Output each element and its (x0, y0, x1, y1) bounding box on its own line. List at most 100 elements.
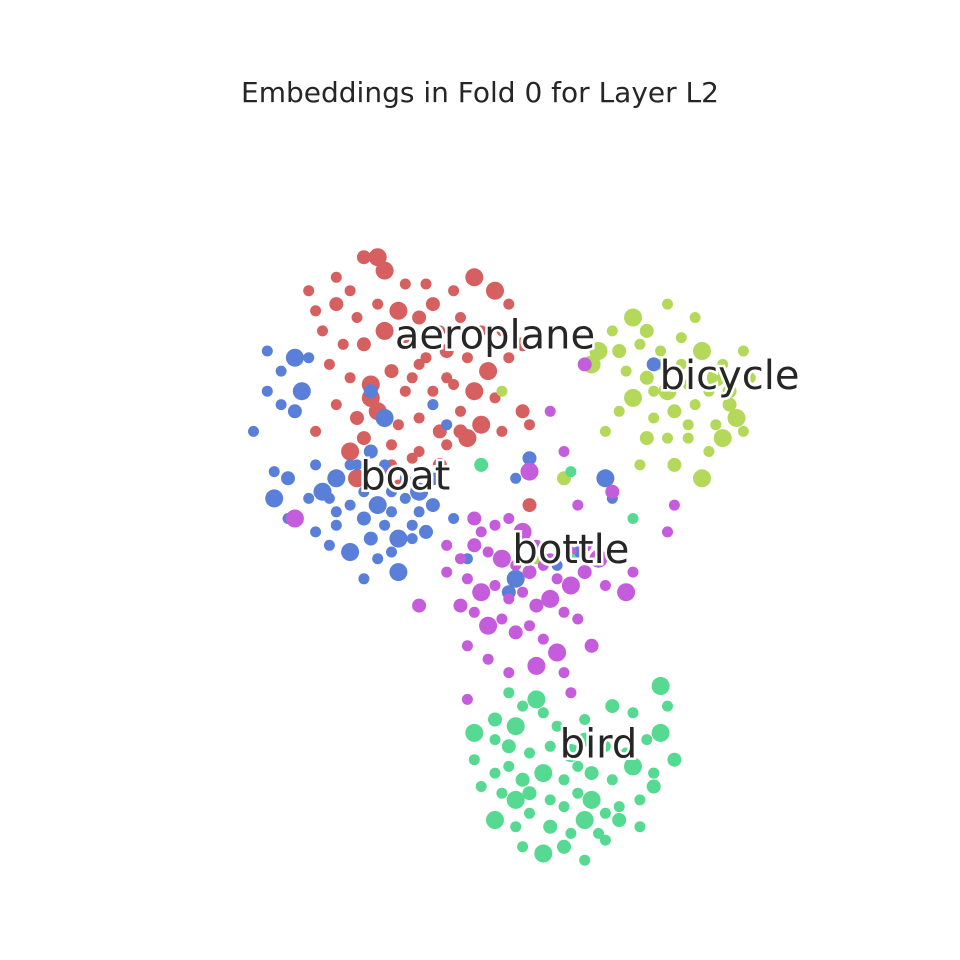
point-boat (248, 425, 259, 437)
point-bird (489, 734, 501, 746)
point-bird (465, 723, 484, 742)
point-bottle (513, 522, 532, 541)
point-bicycle (639, 431, 654, 446)
point-aeroplane (399, 385, 411, 397)
point-boat (310, 459, 322, 471)
point-boat (287, 404, 302, 419)
point-aeroplane (329, 297, 344, 312)
point-boat (425, 471, 440, 486)
point-bottle (479, 616, 498, 635)
point-bird (572, 760, 584, 772)
point-bird (593, 827, 604, 839)
point-aeroplane (356, 337, 371, 352)
point-boat (425, 498, 440, 513)
point-aeroplane (356, 431, 371, 446)
point-bird (667, 752, 682, 767)
point-bicycle (613, 405, 625, 417)
point-bird (506, 790, 525, 809)
point-bird (488, 712, 502, 727)
point-bottle (544, 553, 556, 565)
point-aeroplane (479, 362, 498, 381)
point-boat (386, 506, 397, 518)
point-boat (510, 472, 522, 484)
point-boat (379, 519, 391, 531)
point-bird (537, 707, 549, 719)
point-aeroplane (515, 337, 530, 352)
point-bottle (508, 625, 523, 640)
point-bird (584, 766, 599, 781)
point-bottle (561, 576, 580, 595)
point-bird (561, 744, 580, 762)
point-aeroplane (350, 411, 364, 425)
point-boat (419, 524, 433, 539)
point-bird (599, 807, 611, 819)
point-bird (475, 781, 487, 792)
point-bicycle (639, 370, 654, 385)
point-bicycle (648, 412, 660, 424)
point-bottle (441, 566, 453, 578)
point-boat (441, 419, 453, 431)
point-boat (406, 533, 418, 545)
point-bottle (529, 598, 544, 613)
point-bicycle (682, 379, 694, 390)
point-bird (651, 677, 670, 695)
point-bottle (496, 613, 508, 625)
point-bicycle (667, 404, 682, 419)
point-bottle (527, 656, 546, 675)
point-bottle (285, 509, 304, 528)
point-bird (577, 732, 592, 747)
point-boat (265, 489, 284, 508)
point-boat (375, 409, 394, 427)
point-bicycle (717, 358, 729, 370)
point-bottle (517, 586, 529, 598)
point-aeroplane (496, 425, 508, 437)
point-bicycle (693, 342, 711, 360)
point-bottle (668, 499, 680, 511)
point-bottle (577, 357, 592, 372)
point-aeroplane (399, 332, 411, 344)
point-bottle (544, 405, 556, 417)
point-bird (582, 790, 601, 809)
point-bird (641, 734, 653, 746)
point-bird (565, 466, 577, 478)
point-bottle (605, 484, 620, 499)
point-aeroplane (420, 278, 432, 290)
point-bottle (461, 693, 473, 705)
point-aeroplane (323, 358, 335, 370)
point-aeroplane (465, 268, 484, 287)
point-aeroplane (399, 278, 411, 290)
point-bicycle (706, 368, 725, 387)
point-aeroplane (486, 281, 504, 300)
point-bird (515, 772, 530, 787)
point-bottle (520, 462, 539, 481)
point-bicycle (682, 419, 694, 431)
point-bicycle (713, 429, 732, 448)
point-bottle (558, 606, 570, 618)
point-boat (448, 513, 460, 524)
point-bottle (482, 653, 494, 665)
point-bird (503, 760, 515, 772)
point-bird (544, 740, 556, 752)
point-bird (544, 794, 556, 806)
point-bottle (522, 565, 537, 580)
point-bird (557, 839, 571, 854)
point-bicycle (606, 325, 618, 337)
point-aeroplane (420, 352, 432, 364)
point-boat (399, 492, 411, 504)
point-aeroplane (406, 452, 418, 464)
cluster-label-bird: bird (560, 721, 638, 767)
point-bird (510, 821, 522, 833)
point-bicycle (662, 432, 673, 444)
point-bicycle (722, 397, 737, 412)
point-bicycle (530, 553, 542, 565)
cluster-label-aeroplane: aeroplane (395, 313, 595, 359)
point-boat (399, 472, 411, 484)
point-bird (575, 811, 594, 829)
point-aeroplane (434, 325, 446, 337)
point-aeroplane (465, 382, 484, 401)
point-bottle (662, 526, 673, 538)
point-aeroplane (496, 325, 508, 337)
point-bottle (577, 565, 592, 580)
point-bicycle (589, 342, 608, 360)
